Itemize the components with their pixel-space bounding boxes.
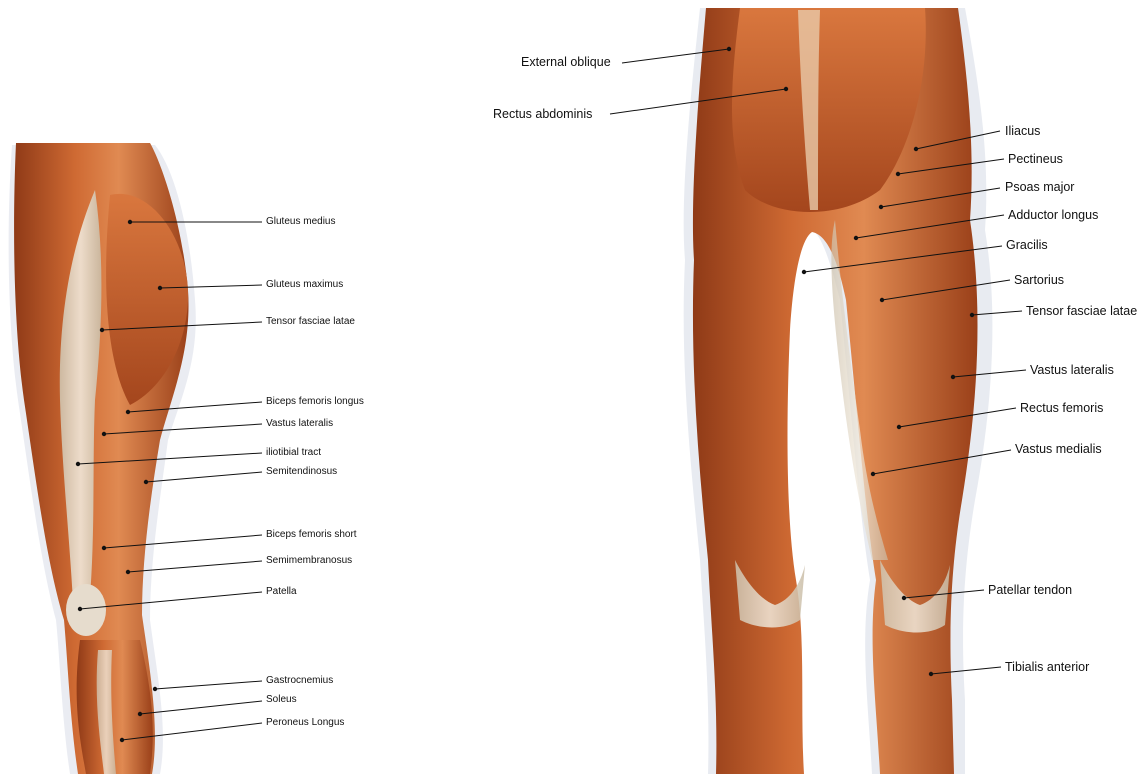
label-gluteus-maximus: Gluteus maximus — [266, 279, 343, 290]
leader-dot — [138, 712, 142, 716]
label-iliacus: Iliacus — [1005, 124, 1040, 138]
label-tibialis-anterior: Tibialis anterior — [1005, 660, 1089, 674]
leader-dot — [100, 328, 104, 332]
leader-dot — [880, 298, 884, 302]
leader-dot — [128, 220, 132, 224]
leader-dot — [914, 147, 918, 151]
label-adductor-longus: Adductor longus — [1008, 208, 1098, 222]
label-gastrocnemius: Gastrocnemius — [266, 675, 333, 686]
label-patella: Patella — [266, 586, 297, 597]
leader-dot — [802, 270, 806, 274]
leader-dot — [897, 425, 901, 429]
label-iliotibial-tract: iliotibial tract — [266, 447, 321, 458]
leader-dot — [102, 546, 106, 550]
leader-dot — [76, 462, 80, 466]
label-gluteus-medius: Gluteus medius — [266, 216, 335, 227]
leader-dot — [126, 570, 130, 574]
lateral-lower-leg-shape — [77, 640, 153, 774]
leader-dot — [951, 375, 955, 379]
leader-dot — [879, 205, 883, 209]
label-vastus-lateralis-anterior: Vastus lateralis — [1030, 363, 1114, 377]
leader-dot — [896, 172, 900, 176]
leader-dot — [854, 236, 858, 240]
label-tensor-fasciae-latae-anterior: Tensor fasciae latae — [1026, 304, 1137, 318]
leader-dot — [153, 687, 157, 691]
label-sartorius: Sartorius — [1014, 273, 1064, 287]
label-psoas-major: Psoas major — [1005, 180, 1074, 194]
label-rectus-abdominis: Rectus abdominis — [493, 107, 592, 121]
leader-dot — [970, 313, 974, 317]
label-gracilis: Gracilis — [1006, 238, 1048, 252]
leader-dot — [871, 472, 875, 476]
leader-dot — [902, 596, 906, 600]
leader-dot — [929, 672, 933, 676]
label-semimembranosus: Semimembranosus — [266, 555, 352, 566]
leader-dot — [78, 607, 82, 611]
leader-line — [155, 681, 262, 689]
label-vastus-lateralis-lateral: Vastus lateralis — [266, 418, 333, 429]
leader-dot — [120, 738, 124, 742]
label-biceps-femoris-short: Biceps femoris short — [266, 529, 357, 540]
leader-dot — [784, 87, 788, 91]
leader-dot — [144, 480, 148, 484]
label-vastus-medialis: Vastus medialis — [1015, 442, 1102, 456]
leader-dot — [102, 432, 106, 436]
leader-dot — [126, 410, 130, 414]
label-rectus-femoris: Rectus femoris — [1020, 401, 1103, 415]
patella-shape — [66, 584, 106, 636]
label-patellar-tendon: Patellar tendon — [988, 583, 1072, 597]
anterior-legs-illustration — [684, 8, 993, 774]
label-semitendinosus: Semitendinosus — [266, 466, 337, 477]
label-pectineus: Pectineus — [1008, 152, 1063, 166]
label-biceps-femoris-longus: Biceps femoris longus — [266, 396, 364, 407]
leader-dot — [158, 286, 162, 290]
label-external-oblique: External oblique — [521, 55, 611, 69]
leader-dot — [727, 47, 731, 51]
label-peroneus-longus: Peroneus Longus — [266, 717, 344, 728]
label-soleus: Soleus — [266, 694, 297, 705]
label-tensor-fasciae-latae-lateral: Tensor fasciae latae — [266, 316, 355, 327]
